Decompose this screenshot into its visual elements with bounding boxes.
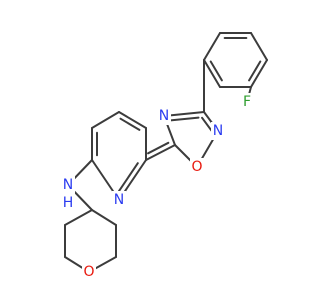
molecule-structure: F N N O N N H O: [61, 32, 268, 281]
bond-oxane-5-4: [91, 209, 117, 226]
bond-benzene-4: [250, 59, 268, 88]
oxane-oxygen-label: O: [83, 264, 94, 280]
amine-hydrogen-label: H: [63, 195, 74, 211]
bond-pyridine-4-3: [118, 111, 147, 129]
bond-lines: [64, 32, 268, 273]
oxadiazole-nitrogen-4-label: N: [159, 108, 169, 124]
bond-pyridine-n-5-inner: [117, 162, 139, 193]
bond-oxane-4-3: [64, 209, 93, 226]
bond-pyridine-4-3-inner: [119, 117, 141, 131]
amine-nitrogen-label: N: [63, 177, 73, 193]
fluorine-atom-label: F: [243, 94, 251, 110]
bond-oxadiazole-pyridine-inner: [147, 141, 170, 155]
bond-benzene-1: [203, 32, 221, 61]
bond-oxadiazole-n2-c3-inner: [201, 116, 213, 133]
atom-labels: F N N O N N H O: [61, 93, 254, 281]
bond-benzene-6-inner: [209, 60, 223, 82]
bond-pyridine-3-2: [91, 111, 120, 129]
pyridine-nitrogen-label: N: [114, 192, 124, 208]
oxadiazole-nitrogen-2-label: N: [213, 123, 223, 139]
bond-benzene-3: [250, 32, 268, 61]
bond-oxadiazole-c3-n4-inner: [169, 116, 200, 122]
oxadiazole-oxygen-label: O: [191, 159, 202, 175]
bond-oxadiazole-pyridine: [145, 144, 176, 161]
bond-benzene-6: [203, 59, 221, 88]
bond-benzene-4-inner: [248, 60, 262, 82]
